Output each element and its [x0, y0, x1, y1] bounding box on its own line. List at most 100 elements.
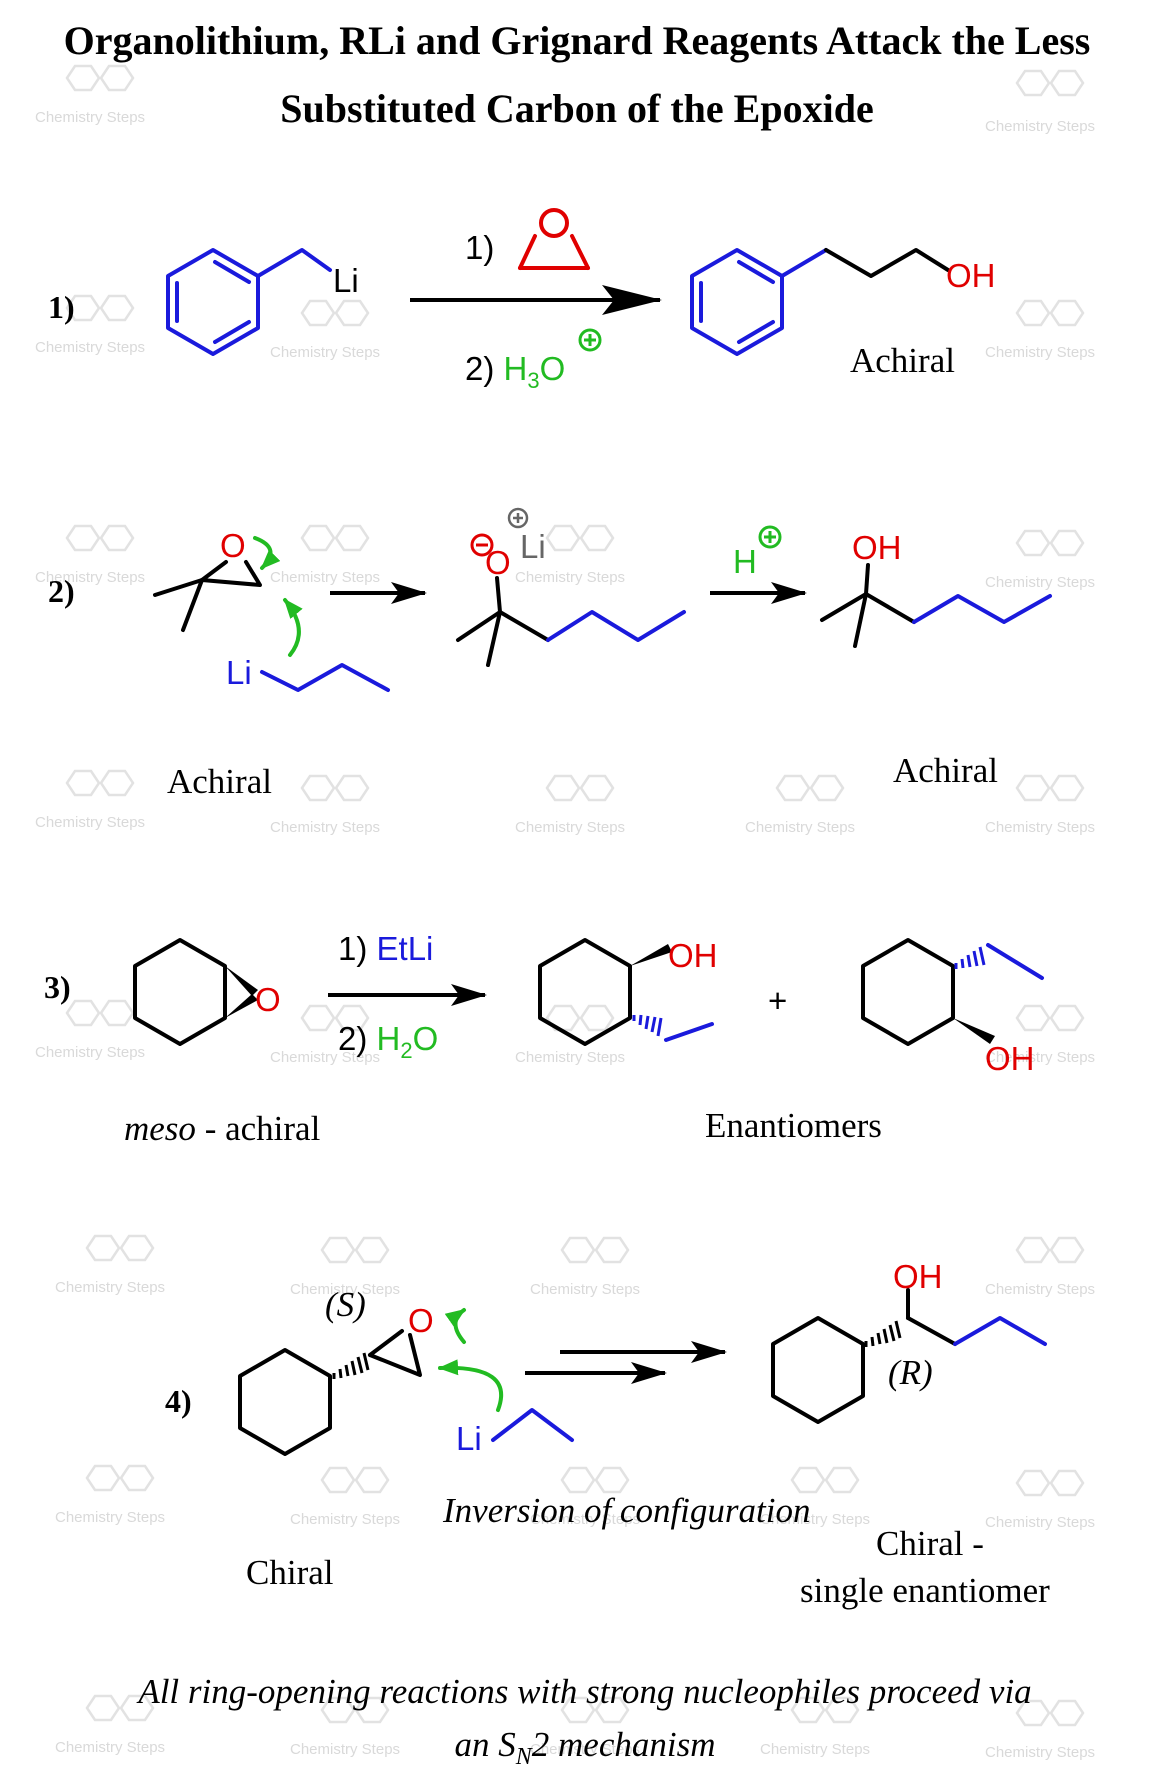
svg-text:Chemistry Steps: Chemistry Steps: [290, 1511, 400, 1528]
watermark: Chemistry Steps: [290, 1696, 400, 1758]
svg-text:Chemistry Steps: Chemistry Steps: [985, 1281, 1095, 1298]
epoxide-oxygen: O: [255, 981, 281, 1018]
reactant-label: meso - achiral: [124, 1109, 321, 1148]
step-2-label: 2) H3O: [465, 350, 565, 393]
svg-text:Chemistry Steps: Chemistry Steps: [515, 819, 625, 836]
hydroxyl-group: OH: [893, 1258, 943, 1295]
lithium-counterion: Li: [520, 528, 546, 565]
product-label-line2: single enantiomer: [800, 1571, 1050, 1610]
svg-text:Chemistry Steps: Chemistry Steps: [35, 569, 145, 586]
svg-text:Chemistry Steps: Chemistry Steps: [35, 109, 145, 126]
inversion-note: Inversion of configuration: [442, 1491, 810, 1530]
watermark: Chemistry Steps: [985, 1236, 1095, 1298]
watermark: Chemistry Steps: [55, 1234, 165, 1296]
watermark: Chemistry Steps: [985, 774, 1095, 836]
footer-line1: All ring-opening reactions with strong n…: [136, 1672, 1031, 1711]
reaction-number: 1): [48, 289, 75, 325]
svg-text:Chemistry Steps: Chemistry Steps: [985, 344, 1095, 361]
reaction-number: 3): [44, 969, 71, 1005]
watermark-layer: Chemistry Steps Chemistry Steps Chemistr…: [35, 64, 1095, 1761]
lithium-alkoxide: O Li: [456, 507, 686, 667]
svg-text:Chemistry Steps: Chemistry Steps: [530, 1741, 640, 1758]
reaction-4: 4) O (S) Li Chiral: [165, 1258, 1050, 1610]
reaction-number: 4): [165, 1383, 192, 1419]
alkoxide-oxygen: O: [485, 544, 511, 581]
svg-text:Chemistry Steps: Chemistry Steps: [55, 1279, 165, 1296]
trans-2-ethylcyclohexanol-1: OH: [538, 937, 718, 1046]
step-1-label: 1): [465, 229, 494, 266]
svg-text:Chemistry Steps: Chemistry Steps: [290, 1741, 400, 1758]
step-1-label: 1) EtLi: [338, 930, 433, 967]
watermark: Chemistry Steps: [290, 1236, 400, 1298]
hydroxyl-group: OH: [852, 529, 902, 566]
product-label-line1: Chiral -: [876, 1524, 984, 1563]
lithium-atom: Li: [456, 1420, 482, 1457]
positive-charge-icon: [507, 507, 529, 529]
reaction-1: 1) Li 1) 2) H3O: [48, 208, 996, 393]
svg-text:Chemistry Steps: Chemistry Steps: [270, 819, 380, 836]
reactant-label: Achiral: [167, 762, 272, 801]
svg-text:Chemistry Steps: Chemistry Steps: [985, 574, 1095, 591]
svg-text:Chemistry Steps: Chemistry Steps: [745, 819, 855, 836]
ethyl-lithium: Li: [438, 1359, 574, 1457]
watermark: Chemistry Steps: [760, 1466, 870, 1528]
svg-text:Chemistry Steps: Chemistry Steps: [290, 1281, 400, 1298]
stereo-descriptor: (S): [325, 1285, 366, 1324]
watermark: Chemistry Steps: [55, 1464, 165, 1526]
reaction-2: 2) O Li Achiral O Li: [48, 507, 1052, 801]
watermark: Chemistry Steps: [985, 1469, 1095, 1531]
footer-line2: an SN2 mechanism: [455, 1725, 716, 1770]
hydroxyl-group: OH: [946, 257, 996, 294]
reaction-3: 3) O meso - achiral 1) EtLi 2) H2O OH: [44, 930, 1044, 1148]
watermark: Chemistry Steps: [760, 1696, 870, 1758]
watermark: Chemistry Steps: [985, 1699, 1095, 1761]
svg-text:Chemistry Steps: Chemistry Steps: [515, 569, 625, 586]
svg-text:Chemistry Steps: Chemistry Steps: [985, 819, 1095, 836]
watermark: Chemistry Steps: [270, 774, 380, 836]
watermark: Chemistry Steps: [35, 294, 145, 356]
hydroxyl-group: OH: [985, 1040, 1035, 1077]
phenylpropanol: OH: [690, 248, 996, 356]
proton-reagent: H: [733, 543, 757, 580]
watermark: Chemistry Steps: [530, 1466, 640, 1528]
benzyl-lithium: Li: [166, 248, 359, 356]
watermark: Chemistry Steps: [985, 1004, 1095, 1066]
watermark: Chemistry Steps: [515, 1004, 625, 1066]
stereo-descriptor: (R): [888, 1353, 933, 1392]
product-label: Achiral: [850, 341, 955, 380]
epoxide-oxygen: O: [408, 1302, 434, 1339]
svg-text:Chemistry Steps: Chemistry Steps: [35, 339, 145, 356]
positive-charge-icon: [578, 328, 602, 352]
svg-text:Chemistry Steps: Chemistry Steps: [515, 1049, 625, 1066]
plus-sign: +: [768, 982, 787, 1019]
watermark: Chemistry Steps: [530, 1236, 640, 1298]
epoxide-oxygen: O: [220, 527, 246, 564]
watermark: Chemistry Steps: [270, 524, 380, 586]
svg-text:Chemistry Steps: Chemistry Steps: [530, 1511, 640, 1528]
svg-text:Chemistry Steps: Chemistry Steps: [985, 118, 1095, 135]
svg-text:Chemistry Steps: Chemistry Steps: [35, 814, 145, 831]
lithium-atom: Li: [226, 654, 252, 691]
watermark: Chemistry Steps: [290, 1466, 400, 1528]
svg-text:Chemistry Steps: Chemistry Steps: [760, 1511, 870, 1528]
watermark: Chemistry Steps: [985, 69, 1095, 135]
watermark: Chemistry Steps: [745, 774, 855, 836]
svg-text:Chemistry Steps: Chemistry Steps: [35, 1044, 145, 1061]
tertiary-alcohol: OH: [820, 529, 1052, 648]
step-2-label: 2) H2O: [338, 1020, 438, 1063]
cyclohexyl-epoxide: O (S): [238, 1285, 466, 1456]
reaction-number: 2): [48, 573, 75, 609]
svg-text:Chemistry Steps: Chemistry Steps: [55, 1509, 165, 1526]
watermark: Chemistry Steps: [270, 1004, 380, 1066]
svg-text:Chemistry Steps: Chemistry Steps: [270, 1049, 380, 1066]
watermark: Chemistry Steps: [35, 524, 145, 586]
page-title-line2: Substituted Carbon of the Epoxide: [280, 86, 873, 131]
watermark: Chemistry Steps: [55, 1694, 165, 1756]
watermark: Chemistry Steps: [515, 524, 625, 586]
butyl-lithium: Li: [226, 598, 390, 692]
positive-charge-icon: [758, 525, 782, 549]
page-title-line1: Organolithium, RLi and Grignard Reagents…: [64, 18, 1091, 63]
svg-text:Chemistry Steps: Chemistry Steps: [985, 1514, 1095, 1531]
product-label: Achiral: [893, 751, 998, 790]
